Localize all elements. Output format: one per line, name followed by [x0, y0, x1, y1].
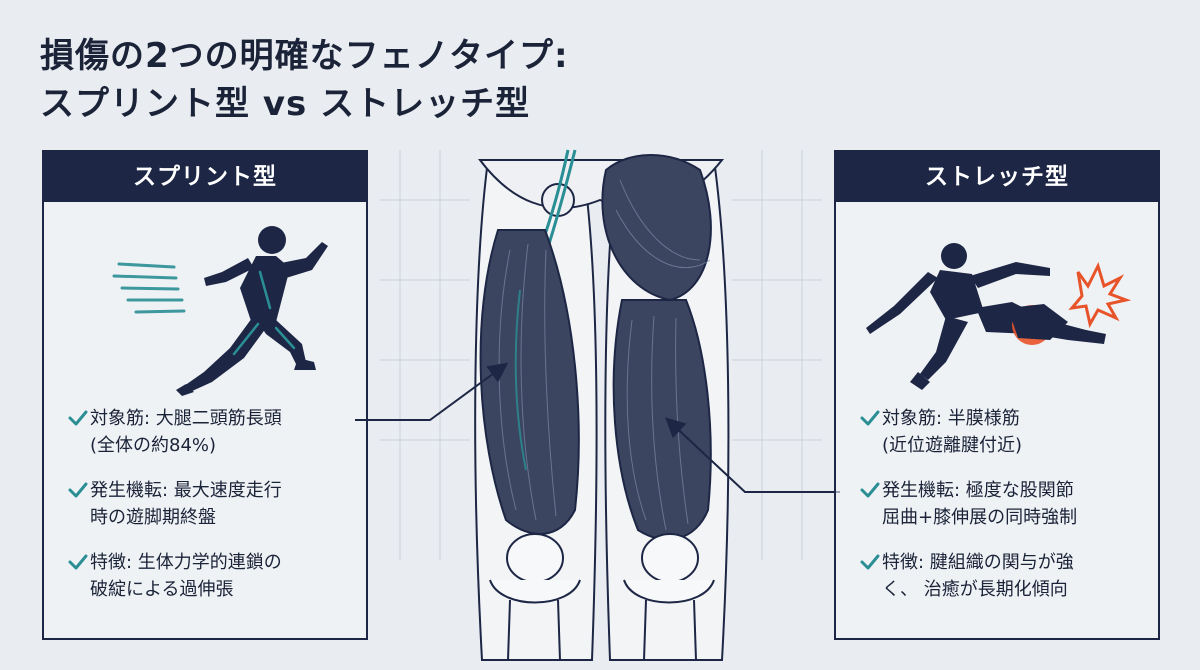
check-icon: [860, 554, 880, 570]
injury-burst-icon: [1068, 261, 1132, 329]
list-item: 特徴: 腱組織の関与が強 く、 治癒が長期化傾向: [858, 549, 1148, 603]
background-grid: [380, 150, 822, 560]
stretch-item-1-line-2: (近位遊離腱付近): [882, 435, 1023, 456]
stretch-item-2-line-1: 発生機転: 極度な股関節: [882, 480, 1074, 501]
check-icon: [68, 554, 88, 570]
sprint-type-panel: スプリント型: [42, 150, 368, 640]
right-gluteus: [601, 154, 712, 302]
kicker-icon: [866, 243, 1132, 390]
stretch-item-3-line-1: 特徴: 腱組織の関与が強: [882, 552, 1074, 573]
sprint-item-1-line-2: (全体の約84%): [90, 435, 217, 456]
list-item: 対象筋: 半膜様筋 (近位遊離腱付近): [858, 405, 1148, 459]
title-line-1: 損傷の2つの明確なフェノタイプ:: [40, 36, 569, 76]
sprint-feature-list: 対象筋: 大腿二頭筋長頭 (全体の約84%) 発生機転: 最大速度走行 時の遊脚…: [66, 405, 356, 621]
list-item: 発生機転: 最大速度走行 時の遊脚期終盤: [66, 477, 356, 531]
check-icon: [860, 482, 880, 498]
sprint-item-3-line-1: 特徴: 生体力学的連鎖の: [90, 552, 282, 573]
stretch-item-3-line-2: く、 治癒が長期化傾向: [882, 579, 1068, 600]
stretch-item-2-line-2: 屈曲+膝伸展の同時強制: [882, 507, 1078, 528]
list-item: 対象筋: 大腿二頭筋長頭 (全体の約84%): [66, 405, 356, 459]
page-title: 損傷の2つの明確なフェノタイプ: スプリント型 vs ストレッチ型: [40, 32, 569, 128]
knee-joints: [489, 533, 715, 604]
sprint-item-3-line-2: 破綻による過伸張: [90, 579, 234, 600]
sprint-panel-header: スプリント型: [44, 152, 366, 202]
check-icon: [68, 482, 88, 498]
lower-leg-bones: [507, 599, 697, 661]
stretch-panel-header: ストレッチ型: [836, 152, 1158, 202]
stretch-feature-list: 対象筋: 半膜様筋 (近位遊離腱付近) 発生機転: 極度な股関節 屈曲+膝伸展の…: [858, 405, 1148, 621]
sprinter-icon: [112, 226, 328, 396]
stretch-type-panel: ストレッチ型 対象筋: 半膜様筋 (近位遊離腱付近): [834, 150, 1160, 640]
sprint-item-1-line-1: 対象筋: 大腿二頭筋長頭: [90, 408, 282, 429]
list-item: 発生機転: 極度な股関節 屈曲+膝伸展の同時強制: [858, 477, 1148, 531]
sprint-item-2-line-2: 時の遊脚期終盤: [90, 507, 216, 528]
stretch-item-1-line-1: 対象筋: 半膜様筋: [882, 408, 1020, 429]
title-line-2: スプリント型 vs ストレッチ型: [40, 84, 531, 124]
hamstring-anatomy-illustration: [380, 149, 822, 661]
sprint-item-2-line-1: 発生機転: 最大速度走行: [90, 480, 282, 501]
list-item: 特徴: 生体力学的連鎖の 破綻による過伸張: [66, 549, 356, 603]
check-icon: [860, 410, 880, 426]
check-icon: [68, 410, 88, 426]
